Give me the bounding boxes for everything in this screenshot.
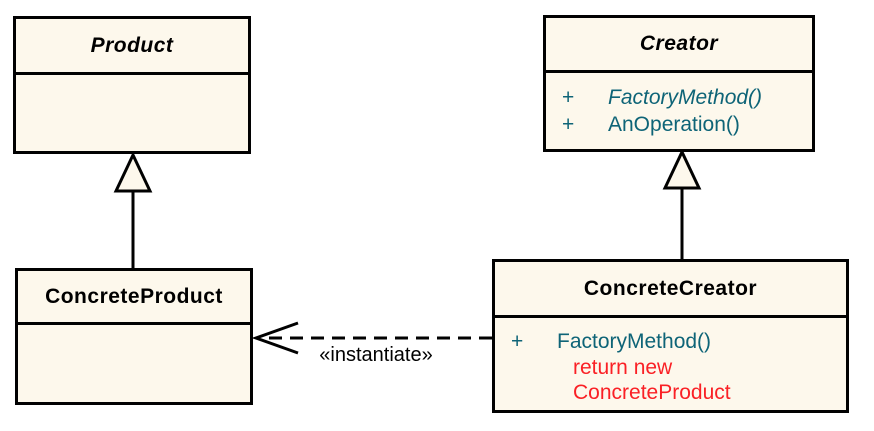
visibility-plus: + — [511, 330, 524, 353]
class-box-product: Product — [13, 16, 251, 154]
class-title-creator: Creator — [546, 18, 812, 73]
visibility-plus: + — [562, 113, 575, 136]
class-box-creator: Creator + FactoryMethod() + AnOperation(… — [543, 15, 815, 152]
creator-method-anoperation: + AnOperation() — [562, 111, 812, 138]
class-title-product: Product — [16, 19, 248, 75]
instantiate-stereotype-label: «instantiate» — [319, 344, 433, 366]
generalization-triangle-icon-creator — [662, 148, 702, 190]
visibility-plus: + — [562, 86, 575, 109]
method-name: FactoryMethod() — [557, 330, 712, 353]
class-title-concreteproduct: ConcreteProduct — [18, 271, 250, 325]
instantiate-open-arrowhead-icon — [251, 321, 299, 355]
generalization-triangle-icon-product — [113, 151, 153, 193]
class-body-product — [16, 75, 248, 151]
class-box-concreteproduct: ConcreteProduct — [15, 268, 253, 405]
class-title-concretecreator: ConcreteCreator — [495, 262, 846, 318]
class-body-concretecreator: + FactoryMethod() return new ConcretePro… — [495, 318, 846, 410]
creator-method-factorymethod: + FactoryMethod() — [562, 84, 812, 111]
concretecreator-method-factorymethod: + FactoryMethod() — [511, 328, 846, 355]
pseudocode-line-return-new: return new — [573, 356, 673, 379]
pseudocode-line-concreteproduct: ConcreteProduct — [573, 381, 731, 404]
method-name: FactoryMethod() — [608, 86, 763, 109]
method-name: AnOperation() — [608, 113, 740, 136]
class-body-creator: + FactoryMethod() + AnOperation() — [546, 73, 812, 149]
class-body-concreteproduct — [18, 325, 250, 402]
class-box-concretecreator: ConcreteCreator + FactoryMethod() return… — [492, 259, 849, 413]
